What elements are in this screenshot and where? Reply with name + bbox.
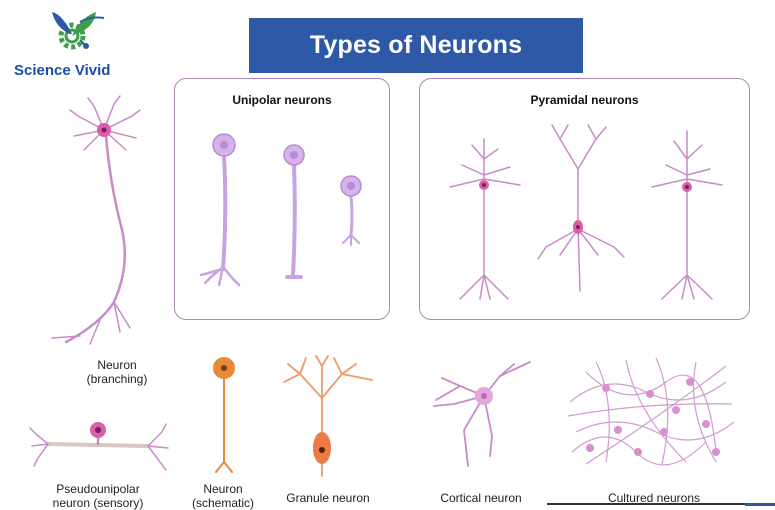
- gear-leaf-logo-icon: [52, 12, 105, 50]
- schematic-neuron-illustration: [213, 357, 235, 473]
- granule-neuron-illustration: [283, 355, 373, 477]
- granule-neuron-label: Granule neuron: [286, 491, 370, 505]
- pseudounipolar-label: Pseudounipolar neuron (sensory): [38, 482, 158, 510]
- brand-name: Science Vivid: [14, 62, 111, 79]
- cortical-neuron-label: Cortical neuron: [440, 491, 522, 505]
- cortical-neuron-illustration: [433, 361, 531, 467]
- unipolar-panel-title: Unipolar neurons: [232, 93, 332, 107]
- unipolar-neurons-illustration: [199, 133, 362, 287]
- neuron-schematic-label-line-2: (schematic): [191, 496, 254, 510]
- neuron-branching-label-line-2: (branching): [86, 372, 148, 386]
- neuron-schematic-label: Neuron (schematic): [180, 482, 266, 510]
- cultured-neurons-illustration: [567, 357, 735, 466]
- unipolar-panel: Unipolar neurons: [174, 78, 390, 320]
- cultured-neurons-label: Cultured neurons: [607, 491, 701, 505]
- science-vivid-logo: Science Vivid: [14, 6, 134, 84]
- neuron-schematic-label-line-1: Neuron: [203, 482, 243, 496]
- pseudounipolar-label-line-2: neuron (sensory): [52, 496, 144, 510]
- pseudounipolar-label-line-1: Pseudounipolar: [56, 482, 140, 496]
- bottom-divider-accent: [745, 503, 775, 506]
- pyramidal-panel-title: Pyramidal neurons: [530, 93, 639, 107]
- bottom-divider: [547, 503, 775, 505]
- pyramidal-panel: Pyramidal neurons: [419, 78, 750, 320]
- page-title: Types of Neurons: [249, 18, 583, 73]
- pyramidal-neurons-illustration: [449, 124, 723, 300]
- neuron-branching-label-line-1: Neuron: [97, 358, 137, 372]
- neuron-branching-label: Neuron (branching): [74, 358, 160, 386]
- branching-neuron-illustration: [51, 95, 141, 345]
- pseudounipolar-neuron-illustration: [29, 422, 169, 471]
